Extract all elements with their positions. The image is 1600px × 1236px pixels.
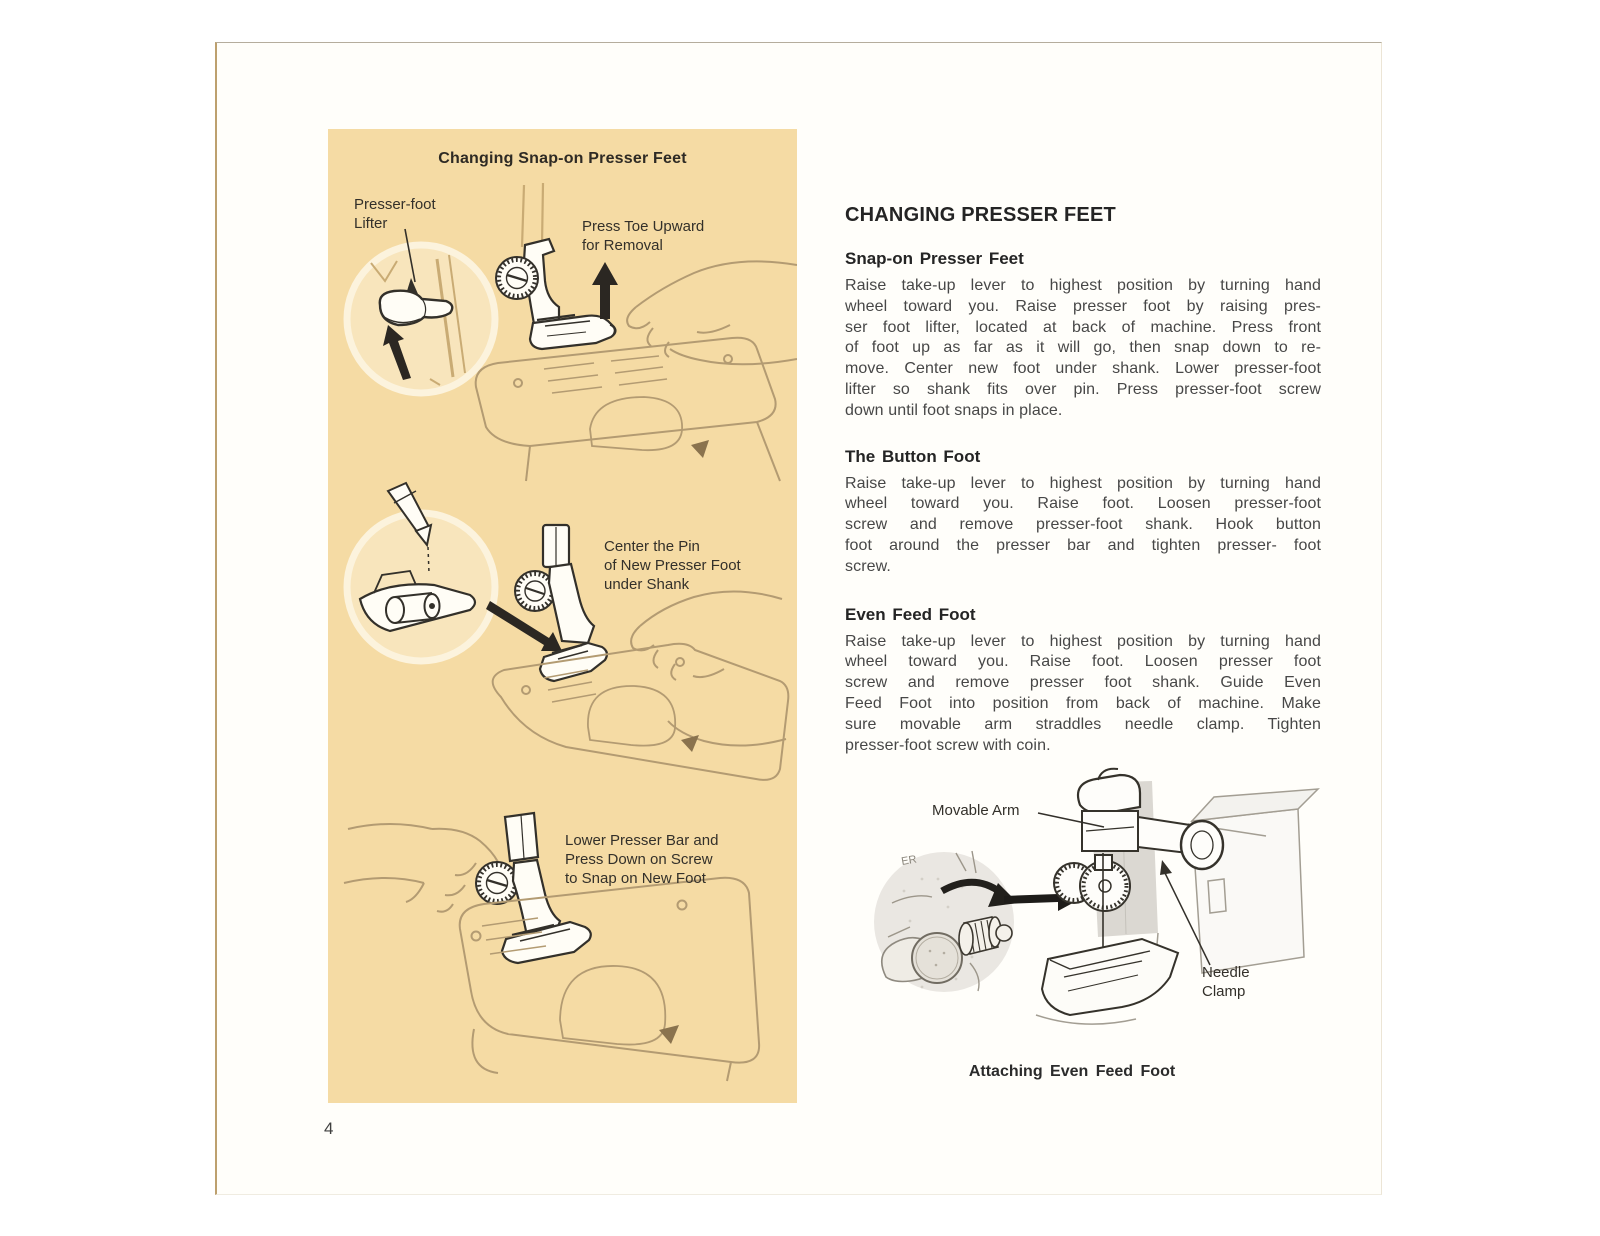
text-line: wheel toward you. Raise foot. Loosen pre… (845, 653, 1321, 671)
label-needle-clamp: Needle Clamp (1202, 964, 1250, 1000)
inset-dial-text: ER (900, 853, 917, 867)
label-center-the-pin: Center the Pin of New Presser Foot under… (604, 538, 741, 593)
text-line: presser-foot screw with coin. (845, 736, 1051, 754)
up-left-arrow-icon (383, 325, 411, 380)
text-line: screw and remove presser-foot shank. Hoo… (845, 516, 1321, 534)
needle-plate-3 (458, 876, 761, 1082)
text-line: screw. (845, 557, 891, 575)
hand-sketch-1 (626, 260, 797, 366)
section-even-feed-foot: Even Feed Foot Raise take-up lever to hi… (845, 605, 1321, 757)
section-snap-on-presser-feet: Snap-on Presser Feet Raise take-up lever… (845, 249, 1321, 422)
figure-center-pin (343, 481, 562, 665)
text-line: wheel toward you. Raise foot. Loosen pre… (845, 495, 1321, 513)
scanned-manual-page: Changing Snap-on Presser Feet (215, 42, 1382, 1195)
section-heading: The Button Foot (845, 446, 981, 466)
even-feed-foot-figure: ER (874, 767, 1320, 1025)
hand-sketch-2 (630, 590, 787, 747)
diagonal-arrow-icon (486, 601, 562, 651)
figure-snap-on (343, 811, 761, 1082)
text-line: wheel toward you. Raise presser foot by … (845, 297, 1321, 315)
hand-sketch-3 (343, 823, 499, 913)
needle-plate-1 (474, 336, 781, 482)
illustration-panel: Changing Snap-on Presser Feet (328, 129, 797, 1103)
article-column: CHANGING PRESSER FEET Snap-on Presser Fe… (845, 203, 1321, 756)
label-lower-presser-bar: Lower Presser Bar and Press Down on Scre… (565, 832, 719, 887)
section-body: Raise take-up lever to highest position … (845, 632, 1321, 757)
label-press-toe-upward: Press Toe Upward for Removal (582, 218, 705, 254)
turn-arrow-icon (940, 878, 1003, 895)
page-number: 4 (324, 1119, 334, 1138)
section-body: Raise take-up lever to highest position … (845, 276, 1321, 422)
text-line: Raise take-up lever to highest position … (845, 632, 1321, 650)
text-line: foot around the presser bar and tighten … (845, 536, 1321, 554)
label-movable-arm: Movable Arm (932, 802, 1020, 819)
text-line: Raise take-up lever to highest position … (845, 277, 1321, 294)
text-line: sure movable arm straddles needle clamp.… (845, 715, 1321, 733)
article-title: CHANGING PRESSER FEET (845, 204, 1116, 226)
text-line: ser foot lifter, located at back of mach… (845, 318, 1321, 336)
presser-foot-1 (474, 182, 797, 482)
even-feed-foot (1040, 767, 1225, 1017)
up-arrow-icon (592, 262, 618, 319)
figure-caption: Attaching Even Feed Foot (968, 1063, 1176, 1080)
lifter-lever (378, 289, 454, 327)
needle-plate-2 (491, 642, 790, 781)
section-body: Raise take-up lever to highest position … (845, 474, 1321, 578)
section-heading: Even Feed Foot (845, 604, 976, 624)
section-heading: Snap-on Presser Feet (845, 249, 1024, 268)
section-button-foot: The Button Foot Raise take-up lever to h… (845, 447, 1321, 578)
presser-foot-2 (491, 523, 790, 781)
text-line: down until foot snaps in place. (845, 401, 1063, 419)
text-line: lifter so shank fits over pin. Press pre… (845, 380, 1321, 398)
presser-feet-illustrations (343, 182, 797, 1082)
coin-inset: ER (874, 850, 1018, 992)
text-line: Raise take-up lever to highest position … (845, 474, 1321, 492)
figure-pointer-lines (1037, 812, 1211, 966)
text-line: move. Center new foot under shank. Lower… (845, 360, 1321, 378)
text-line: of foot up as far as it will go, then sn… (845, 339, 1321, 357)
label-presser-foot-lifter: Presser-foot Lifter (354, 196, 436, 232)
text-line: Feed Foot into position from back of mac… (845, 694, 1321, 712)
text-line: screw and remove presser foot shank. Gui… (845, 674, 1321, 692)
figure-remove-foot (343, 228, 499, 397)
panel-title: Changing Snap-on Presser Feet (438, 150, 687, 167)
